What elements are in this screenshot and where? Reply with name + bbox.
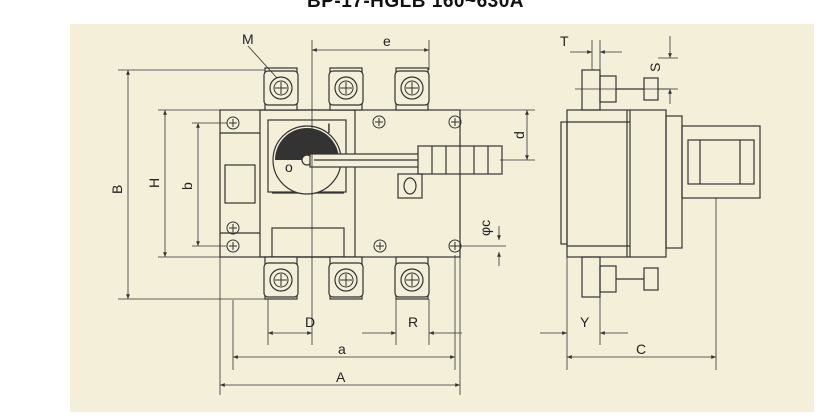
side-window — [224, 164, 256, 204]
label-r: R — [408, 314, 418, 330]
terminal-bolt-icon — [263, 70, 299, 106]
label-b-height: B — [109, 185, 125, 194]
handle-off-mark: o — [285, 159, 293, 175]
label-phi-c: φc — [477, 220, 493, 236]
rotary-handle — [267, 119, 503, 195]
side-bottom-bolt — [581, 256, 659, 298]
label-d: d — [511, 131, 527, 139]
screw-icon — [372, 115, 386, 129]
diagram-title: BP-17-HGLB 160~630A — [306, 0, 524, 12]
lock-hole-icon — [403, 177, 417, 195]
label-e: e — [383, 33, 391, 49]
terminal-bolt-icon — [328, 70, 364, 106]
top-terminals — [263, 67, 430, 111]
label-a-width: A — [336, 369, 346, 385]
label-m: M — [242, 31, 254, 47]
label-s: S — [647, 63, 663, 72]
side-body — [566, 109, 667, 258]
label-b: b — [179, 182, 195, 190]
lock-slot — [397, 173, 423, 199]
label-t: T — [560, 33, 569, 49]
side-top-bolt — [575, 69, 670, 111]
screw-icon — [226, 221, 240, 235]
terminal-bolt-icon — [394, 70, 430, 106]
handle-on-mark: I — [327, 120, 331, 136]
side-handle — [681, 125, 761, 199]
front-lower-panel — [271, 227, 345, 258]
drawing-panel — [70, 24, 814, 412]
front-view — [118, 40, 535, 395]
bottom-terminals — [263, 256, 430, 300]
screw-icon — [226, 239, 240, 253]
terminal-bolt-icon — [394, 262, 430, 298]
label-d-offset: D — [305, 314, 315, 330]
screw-icon — [448, 115, 462, 129]
terminal-bolt-icon — [328, 262, 364, 298]
label-h: H — [146, 178, 162, 188]
terminal-bolt-icon — [263, 262, 299, 298]
label-a: a — [338, 341, 346, 357]
label-y: Y — [580, 314, 590, 330]
side-view — [540, 36, 761, 370]
label-c: C — [636, 341, 646, 357]
screw-icon — [373, 239, 387, 253]
screw-icon — [226, 116, 240, 130]
